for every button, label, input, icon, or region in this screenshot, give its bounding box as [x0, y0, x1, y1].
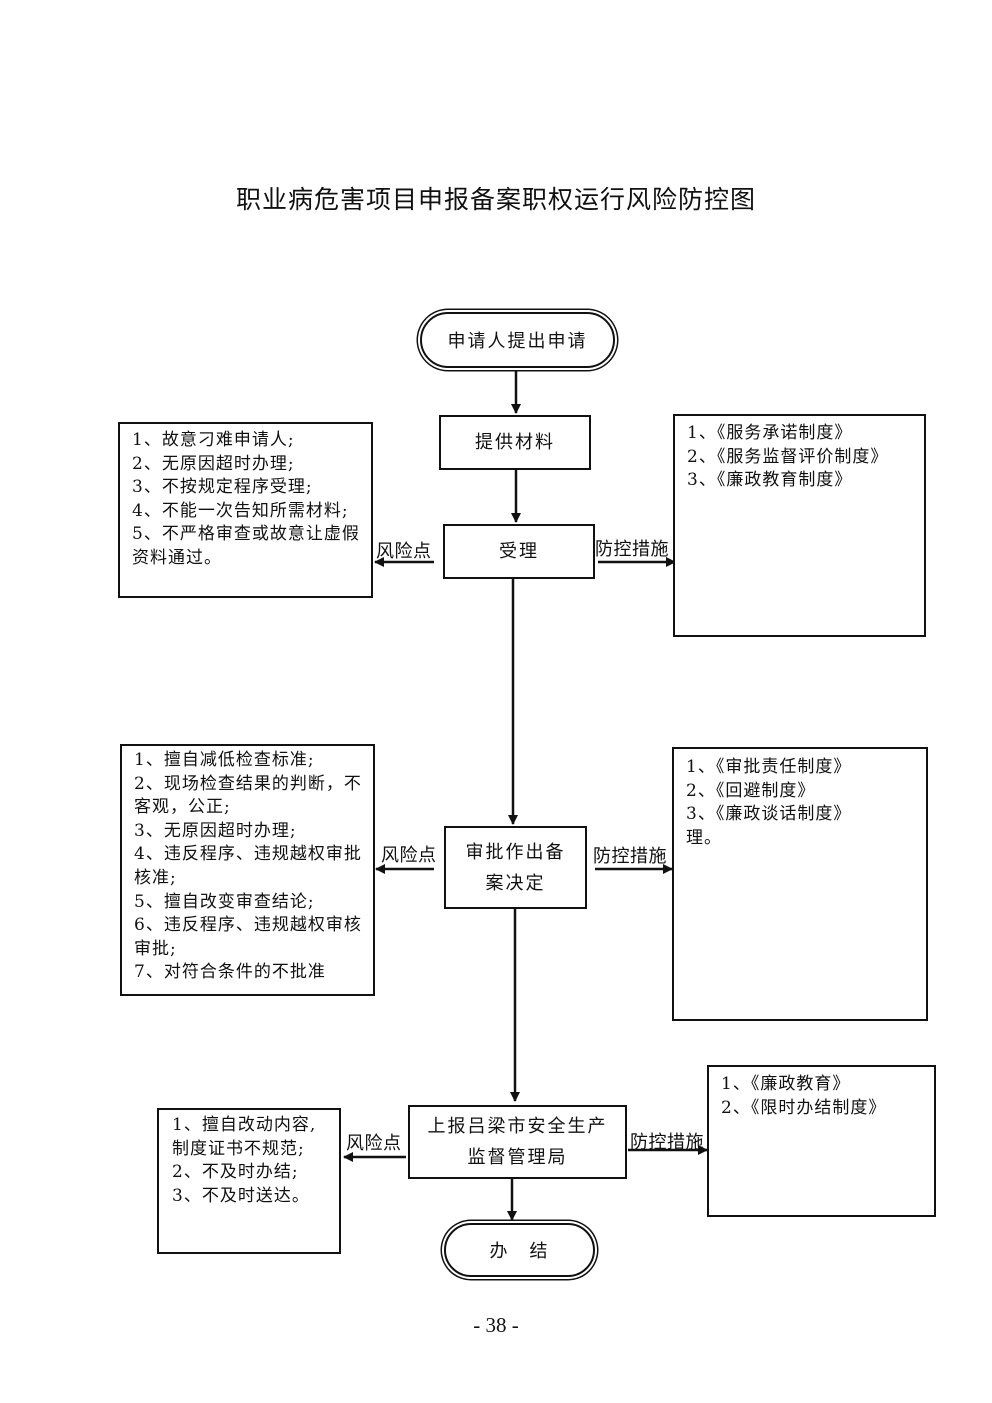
risk-item: 4、不能一次告知所需材料; [132, 500, 349, 521]
risk-item: 1、擅自改动内容,制度证书不规范; [172, 1115, 317, 1159]
step-accept-label: 受理 [499, 541, 539, 562]
page-title: 职业病危害项目申报备案职权运行风险防控图 [235, 185, 756, 214]
control-label-1: 防控措施 [595, 539, 669, 560]
risk-item: 2、无原因超时办理; [132, 453, 295, 474]
risk-item: 4、违反程序、违规越权审批核准; [134, 844, 362, 888]
risk-item: 7、对符合条件的不批准 [134, 962, 326, 983]
start-node: 申请人提出申请 [420, 312, 615, 368]
risk-item: 5、不严格审查或故意让虚假资料通过。 [132, 524, 360, 568]
step-approve-filing: 审批作出备案决定 [444, 826, 587, 909]
control-item: 2、《服务监督评价制度》 [687, 446, 889, 467]
control-label-3: 防控措施 [630, 1132, 704, 1153]
step-report: 上报吕梁市安全生产监督管理局 [408, 1105, 627, 1179]
risk-item: 6、违反程序、违规越权审核审批; [134, 915, 362, 959]
risk-item: 1、故意刁难申请人; [132, 430, 295, 450]
risk-box-2: 1、擅自减低检查标准; 2、现场检查结果的判断，不客观，公正; 3、无原因超时办… [120, 744, 375, 996]
step-provide-materials: 提供材料 [439, 415, 591, 470]
risk-item: 3、不按规定程序受理; [132, 477, 313, 498]
step-provide-materials-label: 提供材料 [475, 432, 555, 453]
control-item: 1、《审批责任制度》 [686, 757, 852, 777]
end-node-label: 办 结 [489, 1241, 550, 1262]
step-accept: 受理 [443, 524, 595, 579]
risk-label-2: 风险点 [381, 845, 437, 866]
control-box-3: 1、《廉政教育》 2、《限时办结制度》 [707, 1065, 936, 1217]
risk-label-1: 风险点 [376, 541, 432, 562]
risk-label-3: 风险点 [346, 1133, 402, 1154]
control-item: 2、《限时办结制度》 [721, 1097, 887, 1118]
control-box-2: 1、《审批责任制度》 2、《回避制度》 3、《廉政谈话制度》 理。 [672, 747, 928, 1021]
start-node-label: 申请人提出申请 [447, 331, 588, 352]
risk-item: 3、无原因超时办理; [134, 820, 297, 841]
control-item: 1、《廉政教育》 [721, 1074, 851, 1094]
control-item: 理。 [686, 827, 722, 848]
risk-box-3: 1、擅自改动内容,制度证书不规范; 2、不及时办结; 3、不及时送达。 [157, 1108, 341, 1254]
control-box-1: 1、《服务承诺制度》 2、《服务监督评价制度》 3、《廉政教育制度》 [673, 414, 926, 637]
control-item: 1、《服务承诺制度》 [687, 423, 853, 443]
page-number: - 38 - [473, 1313, 519, 1337]
risk-box-1: 1、故意刁难申请人; 2、无原因超时办理; 3、不按规定程序受理; 4、不能一次… [118, 422, 373, 598]
end-node: 办 结 [444, 1223, 595, 1277]
risk-item: 1、擅自减低检查标准; [134, 750, 315, 770]
control-item: 3、《廉政谈话制度》 [686, 804, 852, 825]
control-item: 3、《廉政教育制度》 [687, 470, 853, 491]
step-approve-filing-label: 审批作出备案决定 [465, 841, 566, 894]
control-label-2: 防控措施 [593, 846, 667, 867]
risk-item: 2、现场检查结果的判断，不客观，公正; [134, 773, 362, 818]
step-report-label: 上报吕梁市安全生产监督管理局 [427, 1116, 608, 1168]
control-item: 2、《回避制度》 [686, 780, 816, 801]
risk-item: 3、不及时送达。 [172, 1185, 310, 1206]
risk-item: 5、擅自改变审查结论; [134, 891, 315, 912]
risk-item: 2、不及时办结; [172, 1162, 299, 1183]
